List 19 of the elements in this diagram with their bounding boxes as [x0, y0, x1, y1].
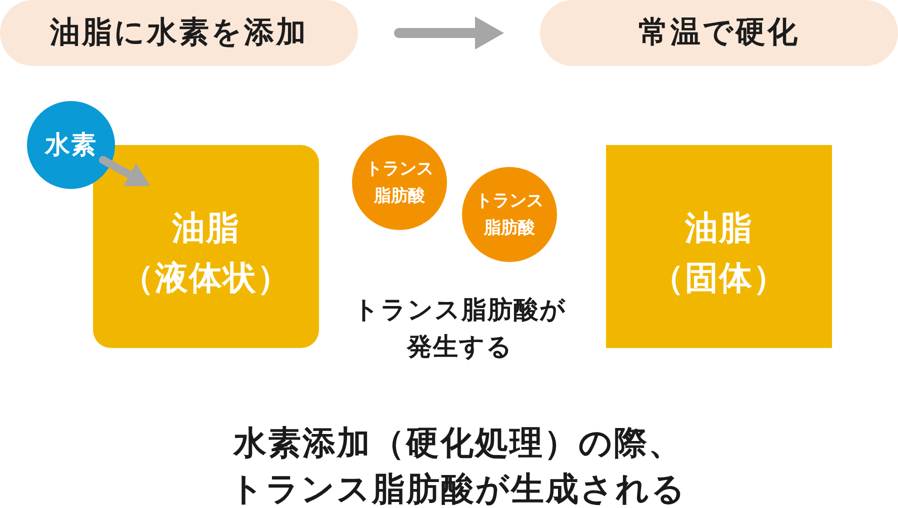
node-label: 水素 — [45, 129, 97, 161]
node-label: 油脂 — [172, 206, 240, 248]
trans-fat-circle — [352, 135, 447, 230]
step-pill — [0, 0, 358, 66]
node-label: （固体） — [651, 256, 787, 298]
node-label: 常温で硬化 — [638, 14, 800, 52]
note-text: トランス脂肪酸が発生する — [352, 294, 568, 363]
node-label: 油脂 — [685, 206, 753, 248]
oil-box — [606, 145, 832, 348]
caption: 水素添加（硬化処理）の際、トランス脂肪酸が生成される — [228, 422, 688, 508]
node-label: 油脂に水素を添加 — [50, 14, 308, 52]
hydrogen-circle — [27, 101, 115, 189]
arrow — [99, 156, 150, 186]
node-label: トランス脂肪酸 — [366, 158, 434, 208]
arrow — [394, 16, 504, 50]
step-pill — [540, 0, 898, 66]
node-label: （液体状） — [121, 256, 291, 298]
node-label: トランス脂肪酸 — [476, 190, 544, 240]
trans-fat-circle — [462, 167, 557, 262]
